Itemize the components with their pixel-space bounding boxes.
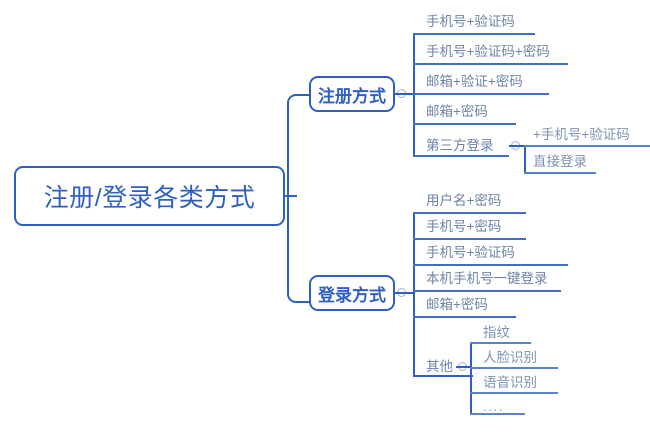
underline-register-4 xyxy=(413,155,509,157)
leaf-other-1[interactable]: 人脸识别 xyxy=(483,350,537,365)
underline-register-2 xyxy=(413,93,549,95)
underline-register-1 xyxy=(413,63,568,65)
underline-thirdparty-0 xyxy=(524,145,650,147)
leaf-register-1[interactable]: 手机号+验证码+密码 xyxy=(426,44,550,59)
connector-thirdparty-spine xyxy=(524,145,526,172)
underline-thirdparty-1 xyxy=(524,172,596,174)
connector-register-stem xyxy=(395,93,414,95)
connector-thirdparty-stem xyxy=(509,145,525,147)
leaf-login-1[interactable]: 手机号+密码 xyxy=(426,219,502,234)
connector-elbow-register xyxy=(287,94,311,112)
underline-login-1 xyxy=(413,238,526,240)
connector-other-stem xyxy=(456,366,472,368)
connector-root-stem xyxy=(285,195,297,197)
underline-login-2 xyxy=(413,264,568,266)
branch-node-login[interactable]: 登录方式 xyxy=(309,275,395,311)
leaf-login-4[interactable]: 邮箱+密码 xyxy=(426,297,488,312)
underline-login-0 xyxy=(413,212,526,214)
underline-login-3 xyxy=(413,290,561,292)
leaf-register-2[interactable]: 邮箱+验证+密码 xyxy=(426,74,523,89)
leaf-login-3[interactable]: 本机手机号一键登录 xyxy=(426,271,548,286)
leaf-register-3[interactable]: 邮箱+密码 xyxy=(426,104,488,119)
underline-other-3 xyxy=(470,413,525,415)
underline-login-4 xyxy=(413,316,516,318)
leaf-login-2[interactable]: 手机号+验证码 xyxy=(426,245,515,260)
underline-register-3 xyxy=(413,123,516,125)
connector-other-spine xyxy=(470,342,472,413)
connector-other-underline xyxy=(413,375,473,377)
leaf-thirdparty-0[interactable]: +手机号+验证码 xyxy=(533,127,630,142)
connector-elbow-login xyxy=(287,285,311,303)
leaf-thirdparty-1[interactable]: 直接登录 xyxy=(533,154,587,169)
leaf-login-5[interactable]: 其他 xyxy=(426,359,453,374)
leaf-other-0[interactable]: 指纹 xyxy=(483,325,510,340)
connector-root-trunk xyxy=(287,102,289,292)
leaf-other-2[interactable]: 语音识别 xyxy=(483,375,537,390)
leaf-register-4[interactable]: 第三方登录 xyxy=(426,138,494,153)
leaf-register-0[interactable]: 手机号+验证码 xyxy=(426,14,515,29)
root-node[interactable]: 注册/登录各类方式 xyxy=(14,166,285,226)
underline-other-1 xyxy=(470,367,558,369)
connector-login-stem xyxy=(395,292,414,294)
leaf-other-3[interactable]: .... xyxy=(483,399,505,414)
underline-other-0 xyxy=(470,342,531,344)
underline-register-0 xyxy=(413,33,535,35)
branch-node-register[interactable]: 注册方式 xyxy=(309,76,395,112)
leaf-login-0[interactable]: 用户名+密码 xyxy=(426,193,502,208)
connector-login-spine xyxy=(413,212,415,375)
underline-other-2 xyxy=(470,392,558,394)
